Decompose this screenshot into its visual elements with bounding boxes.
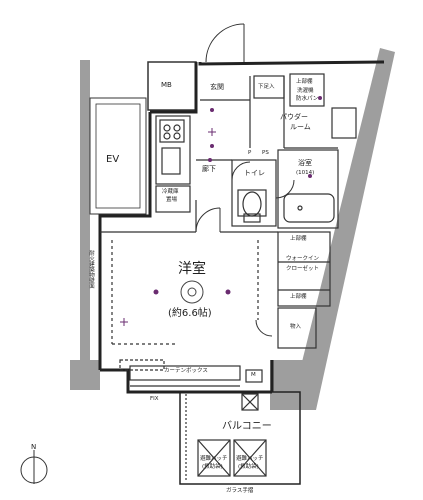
washer-label-1: 洗濯機 <box>297 88 314 94</box>
upper-shelf-1-label: 上部棚 <box>290 236 307 242</box>
storage-label: 物入 <box>290 324 302 330</box>
shelf-ps-label: PS <box>262 150 269 156</box>
genkan-label: 玄関 <box>210 83 224 91</box>
bath-label: 浴室 <box>298 159 312 167</box>
wic-label-1: ウォークイン <box>286 256 320 262</box>
upper-shelf-2-label: 上部棚 <box>290 294 307 300</box>
balcony-label: バルコニー <box>222 421 272 432</box>
fridge-label-2: 置場 <box>166 197 178 203</box>
mb-box <box>147 61 197 111</box>
shelf-m-label: M <box>251 372 256 378</box>
hatch-2-label-1: 避難ハッチ <box>236 456 264 462</box>
ev-shaft <box>89 97 147 215</box>
light-fixtures <box>153 96 322 295</box>
hatch-1-label-2: (救助袋) <box>202 464 223 470</box>
roka-label: 廊下 <box>202 165 216 173</box>
powder-room-label-1: パウダー <box>280 113 308 121</box>
curtain-box-label: カーテンボックス <box>164 368 208 374</box>
outlet-marks <box>120 128 216 326</box>
compass-n-label: N <box>31 443 37 451</box>
door-swings <box>195 23 295 337</box>
toilet-label: トイレ <box>244 169 265 177</box>
washer-label-2: 防水パン <box>296 96 319 102</box>
hatch-1-label-1: 避難ハッチ <box>200 456 228 462</box>
bath-size-label: (1014) <box>296 170 315 176</box>
mb-label: MB <box>161 81 172 89</box>
interior-partitions <box>100 73 357 485</box>
wic-label-2: クローゼット <box>286 266 320 272</box>
ev-label: EV <box>106 154 120 165</box>
shelf-p-label: P <box>248 150 252 156</box>
yoshitsu-label: 洋室 <box>178 261 206 277</box>
ceiling-light <box>180 280 204 304</box>
washer-top-label: 上部棚 <box>296 79 313 85</box>
powder-room-label-2: ルーム <box>290 123 311 131</box>
glass-rail-label: ガラス手摺 <box>226 488 254 494</box>
yoshitsu-size-label: (約6.6帖) <box>168 308 212 319</box>
hatch-2-label-2: (救助袋) <box>238 464 259 470</box>
compass <box>20 450 48 484</box>
shoe-box-label: 下足入 <box>258 84 275 90</box>
fix-label: FIX <box>150 396 159 402</box>
fire-wall-label: 耐火建築物壁面 <box>88 250 95 289</box>
fridge-label-1: 冷蔵庫 <box>162 189 179 195</box>
